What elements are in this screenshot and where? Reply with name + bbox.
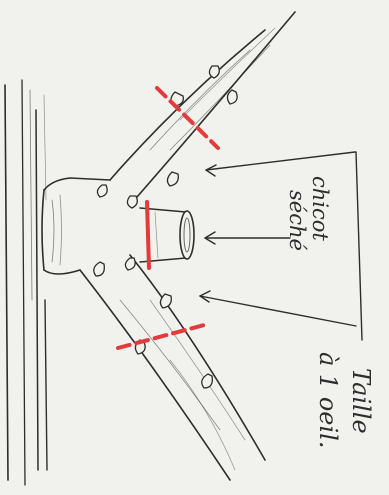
pruning-label-line1: Taille xyxy=(347,368,375,434)
bud xyxy=(124,257,136,271)
bud xyxy=(166,171,179,187)
arrow-upper-bud xyxy=(205,164,217,177)
buds xyxy=(93,65,238,389)
stub-label-line2: séché xyxy=(285,190,309,251)
pruning-bracket xyxy=(199,151,363,341)
bud xyxy=(93,261,105,277)
bud xyxy=(226,89,238,105)
lower-shoot xyxy=(79,254,266,481)
cut-line-upper xyxy=(155,86,220,150)
stub-label-line1: chicot xyxy=(308,176,332,241)
cut-marks xyxy=(116,86,220,350)
bud xyxy=(159,293,172,309)
bud xyxy=(126,195,138,209)
cut-line-stub xyxy=(145,200,151,270)
bud xyxy=(96,184,108,198)
bud xyxy=(201,373,213,389)
stub-arrow xyxy=(204,231,291,245)
bud xyxy=(208,65,220,79)
cut-line-lower xyxy=(116,322,210,350)
arrow-lower-bud xyxy=(199,290,211,303)
main-trunk xyxy=(4,79,48,486)
spur-base xyxy=(41,177,111,275)
pruning-label-line2: à 1 oeil. xyxy=(314,352,342,449)
upper-shoot xyxy=(109,11,296,206)
